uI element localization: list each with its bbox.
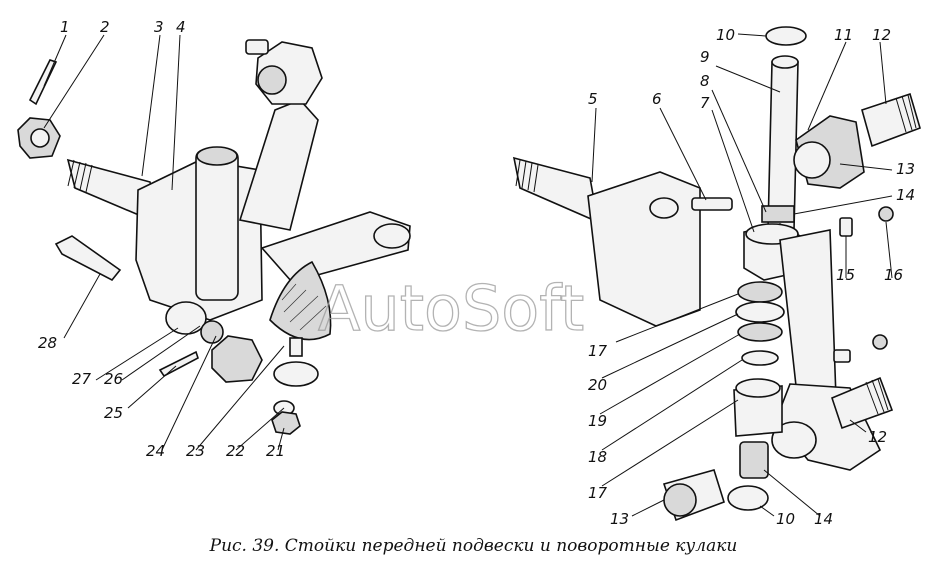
callout-2: 2 [100,18,110,36]
king-pin-tube [195,149,239,301]
callout-7: 7 [700,94,710,112]
callout-17-upper: 17 [588,342,608,360]
castle-nut-hole [30,128,50,148]
right-callout-numbers: 10 9 8 7 5 6 11 12 13 14 15 16 17 20 19 … [588,26,915,528]
left-leader-lines [43,34,285,451]
upper-socket-bore [793,141,831,179]
left-knuckle-assembly [17,39,411,435]
callout-14-top: 14 [896,186,915,204]
callout-26: 26 [104,370,123,388]
threaded-bushing-lower [831,376,894,430]
callout-15: 15 [836,266,855,284]
right-leader-lines [591,33,893,517]
king-pin [767,61,799,231]
callout-23: 23 [186,442,205,460]
callout-14-lower: 14 [814,510,833,528]
thrust-washer-lower [737,322,783,342]
callout-18: 18 [588,448,607,466]
callout-1: 1 [60,18,70,36]
threaded-bushing-upper [861,92,921,148]
callout-6: 6 [652,90,662,108]
callout-3: 3 [154,18,164,36]
cotter-pin [28,59,58,106]
locking-pin [691,197,733,211]
lower-pivot-nut [200,320,224,344]
callout-22: 22 [226,442,245,460]
shim-ring [741,350,779,366]
grease-nipple [245,39,269,55]
upper-ball-stud [257,65,287,95]
king-pin-top [196,146,238,166]
callout-5: 5 [588,90,598,108]
lower-plug-hex [663,483,697,517]
callout-21: 21 [266,442,285,460]
pivot-bolt [54,235,122,282]
lower-cap [727,485,769,511]
callout-11: 11 [834,26,853,44]
grease-fitting-upper-left [839,217,853,237]
needle-bushing [739,441,769,479]
thrust-washer-upper [737,281,783,303]
grease-fitting-lower-left [833,349,851,363]
lower-boss [771,421,817,459]
callout-12-top: 12 [872,26,891,44]
lower-bearing-boss-top [735,378,781,398]
grease-fitting-lower-right [872,334,888,350]
left-callout-numbers: 1 2 3 4 28 27 26 25 24 23 22 21 [38,18,285,460]
buffer-stud [289,337,303,357]
upper-bushing [761,205,795,223]
knuckle-column [779,229,837,405]
king-pin-top [771,55,799,69]
callout-10-top: 10 [716,26,735,44]
callout-25: 25 [104,404,123,422]
second-knuckle-body [587,171,701,327]
second-knuckle-spindle [512,156,600,224]
figure-caption: Рис. 39. Стойки передней подвески и пово… [209,536,738,556]
second-knuckle-bore [649,197,679,219]
callout-17-lower: 17 [588,484,608,502]
buffer-base [273,361,319,387]
callout-28: 28 [38,334,57,352]
right-knuckle-assembly [512,26,921,522]
steering-arm-eye [373,223,411,249]
callout-10-lower: 10 [776,510,795,528]
callout-12-lower: 12 [868,428,887,446]
lower-pivot-boss [165,301,207,335]
callout-13-lower: 13 [610,510,629,528]
callout-19: 19 [588,412,607,430]
upper-arm [238,99,319,231]
callout-27: 27 [72,370,92,388]
callout-24: 24 [146,442,165,460]
callout-20: 20 [588,376,607,394]
callout-8: 8 [700,72,710,90]
upper-cap [765,26,807,46]
callout-13-top: 13 [896,160,915,178]
small-nut [271,411,301,435]
callout-16: 16 [884,266,903,284]
thrust-bearing [735,301,785,323]
grease-fitting-upper-right [878,206,894,222]
callout-4: 4 [176,18,186,36]
lower-cotter-pin [158,350,199,378]
lower-ball-nut [211,335,263,383]
callout-9: 9 [700,48,710,66]
watermark: AutoSoft [318,272,584,345]
